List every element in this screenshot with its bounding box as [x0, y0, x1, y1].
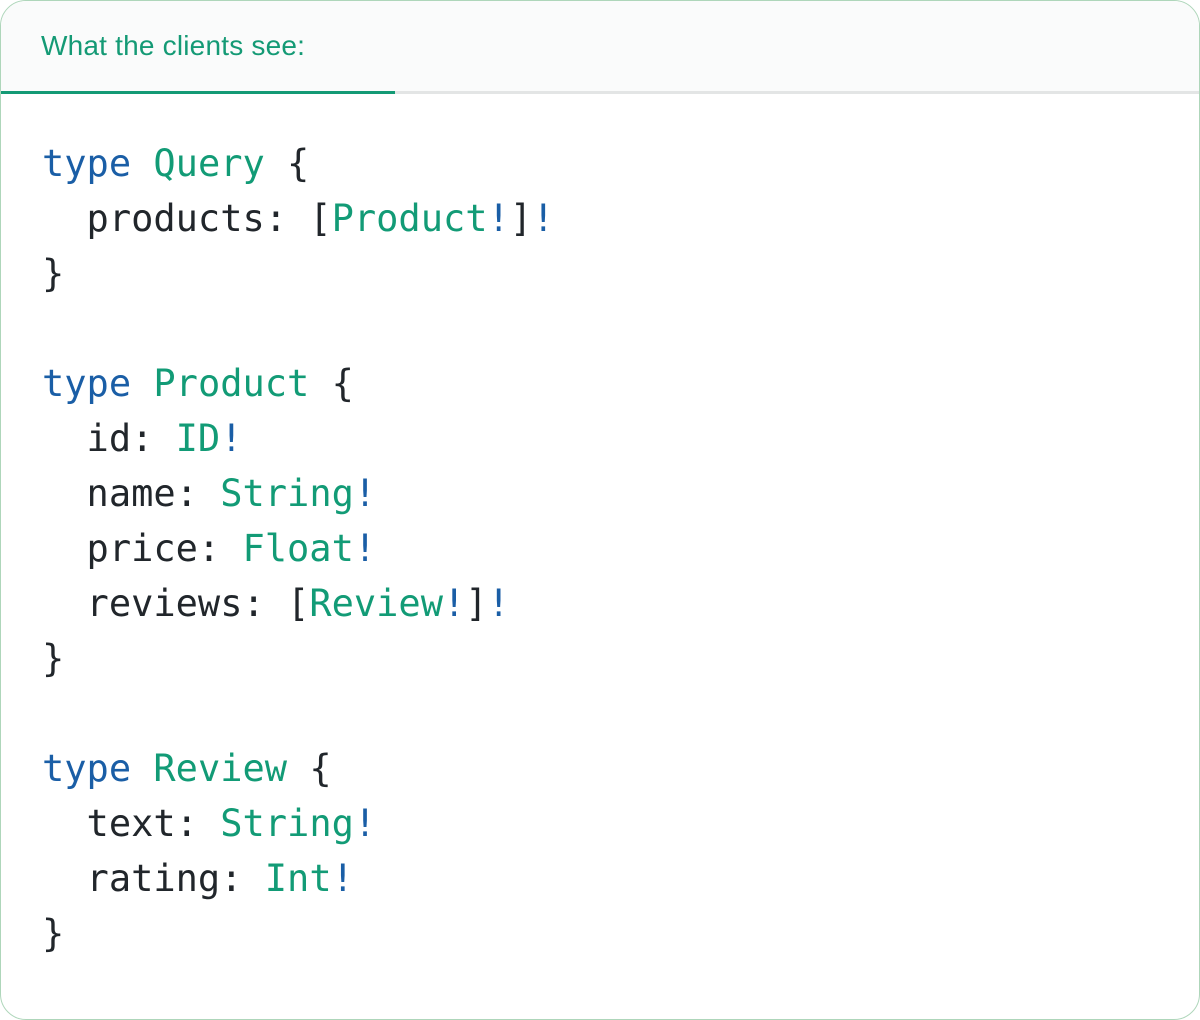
code-token: } — [42, 252, 65, 295]
code-line: text: String! — [42, 796, 1169, 851]
code-token: text: — [42, 802, 221, 845]
active-tab-underline — [1, 91, 395, 94]
code-token: price: — [42, 527, 243, 570]
code-token: reviews: [ — [42, 582, 310, 625]
code-token — [131, 142, 153, 185]
code-token: } — [42, 637, 65, 680]
code-token: ! — [220, 417, 243, 460]
code-token: String — [220, 802, 354, 845]
code-token — [131, 362, 153, 405]
code-line: rating: Int! — [42, 851, 1169, 906]
code-token: } — [42, 912, 65, 955]
code-token: Review — [153, 747, 288, 790]
code-token: ! — [487, 582, 510, 625]
code-token: ! — [331, 857, 354, 900]
code-token: ! — [487, 197, 510, 240]
code-line: } — [42, 631, 1169, 686]
code-line: price: Float! — [42, 521, 1169, 576]
code-token: ] — [509, 197, 533, 240]
code-token: id: — [42, 417, 176, 460]
code-line: type Query { — [42, 136, 1169, 191]
code-token: name: — [42, 472, 221, 515]
code-token: type — [42, 362, 132, 405]
code-token: { — [264, 142, 310, 185]
code-token: { — [309, 362, 354, 405]
code-line: } — [42, 906, 1169, 961]
code-token: { — [287, 747, 332, 790]
code-line: type Product { — [42, 356, 1169, 411]
code-token: products: [ — [42, 197, 332, 240]
code-token: ! — [353, 472, 377, 515]
code-line — [42, 686, 1169, 741]
code-token: rating: — [42, 857, 265, 900]
code-token: ] — [465, 582, 488, 625]
code-block: type Query { products: [Product!]!} type… — [1, 94, 1199, 1001]
code-line: type Review { — [42, 741, 1169, 796]
code-token: ID — [175, 417, 221, 460]
code-token: ! — [442, 582, 466, 625]
code-token: Float — [242, 527, 354, 570]
code-token: String — [220, 472, 354, 515]
code-token: ! — [353, 802, 377, 845]
code-token — [131, 747, 153, 790]
code-token: Query — [153, 142, 265, 185]
code-line — [42, 301, 1169, 356]
tab-label: What the clients see: — [41, 30, 306, 61]
code-token: Review — [309, 582, 443, 625]
code-line: reviews: [Review!]! — [42, 576, 1169, 631]
code-token: Product — [153, 362, 310, 405]
code-token: ! — [532, 197, 555, 240]
tab-what-clients-see[interactable]: What the clients see: — [1, 1, 305, 91]
code-token: Product — [331, 197, 488, 240]
tab-bar: What the clients see: — [1, 1, 1199, 94]
code-line: } — [42, 246, 1169, 301]
code-token: type — [42, 747, 132, 790]
code-token: type — [42, 142, 132, 185]
code-token: ! — [353, 527, 377, 570]
code-line: products: [Product!]! — [42, 191, 1169, 246]
code-token: Int — [264, 857, 332, 900]
code-line: id: ID! — [42, 411, 1169, 466]
code-line: name: String! — [42, 466, 1169, 521]
